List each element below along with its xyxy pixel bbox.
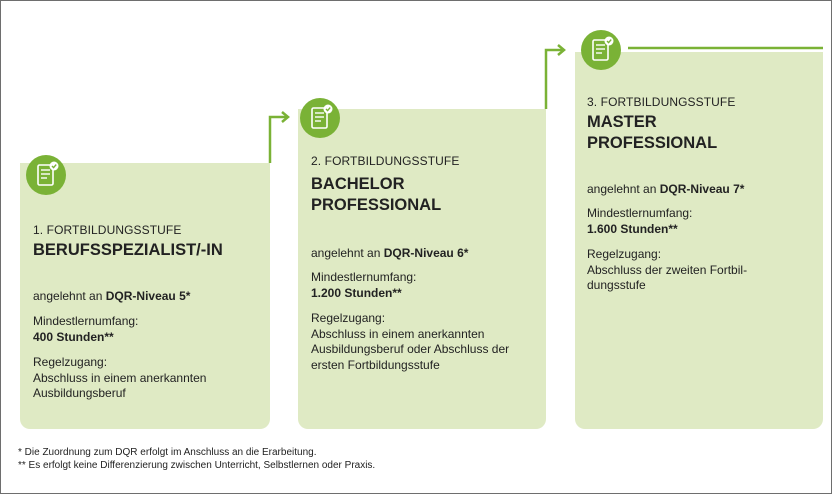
step-1-scope: Mindestlernumfang: 400 Stunden** <box>33 314 139 344</box>
certificate-icon <box>26 155 66 195</box>
step-1-dqr: angelehnt an DQR-Niveau 5* <box>33 289 191 303</box>
step-2-title: BACHELOR PROFESSIONAL <box>311 175 442 214</box>
step-1-stage: 1. FORTBILDUNGSSTUFE <box>33 223 182 237</box>
footnote-1: * Die Zuordnung zum DQR erfolgt im Ansch… <box>18 447 317 458</box>
footnote-2: ** Es erfolgt keine Differenzierung zwis… <box>18 460 376 471</box>
step-2-dqr: angelehnt an DQR-Niveau 6* <box>311 246 469 260</box>
step-3-stage: 3. FORTBILDUNGSSTUFE <box>587 95 736 109</box>
step-1-access: Regelzugang: Abschluss in einem anerkann… <box>33 355 207 400</box>
certificate-icon <box>581 30 621 70</box>
step-3-dqr: angelehnt an DQR-Niveau 7* <box>587 182 745 196</box>
step-1-card <box>20 163 270 429</box>
step-3-access: Regelzugang: Abschluss der zweiten Fortb… <box>587 247 748 292</box>
step-2-stage: 2. FORTBILDUNGSSTUFE <box>311 154 460 168</box>
certificate-icon <box>300 98 340 138</box>
step-3-card <box>575 52 823 429</box>
step-2-scope: Mindestlernumfang: 1.200 Stunden** <box>311 270 417 300</box>
step-1-title: BERUFSSPEZIALIST/-IN <box>33 241 223 259</box>
step-3-title: MASTER PROFESSIONAL <box>587 113 718 152</box>
step-3-scope: Mindestlernumfang: 1.600 Stunden** <box>587 206 693 236</box>
step-2-access: Regelzugang: Abschluss in einem anerkann… <box>311 311 510 372</box>
step-2-card <box>298 109 546 429</box>
